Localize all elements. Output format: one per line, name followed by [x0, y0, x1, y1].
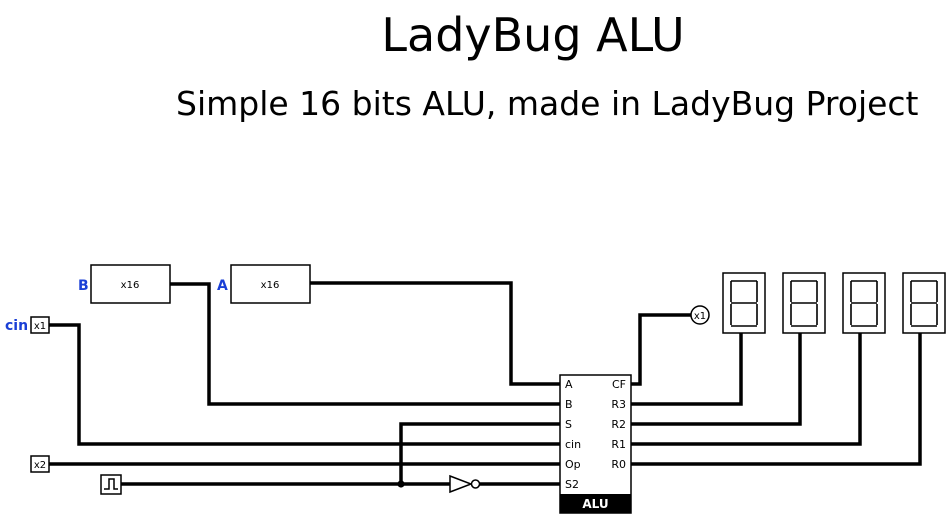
alu-name: ALU [582, 497, 608, 511]
alu-pin-cin: cin [565, 438, 581, 451]
alu-pin-s2: S2 [565, 478, 579, 491]
wires [47, 281, 922, 486]
display-r1 [842, 272, 886, 334]
alu-pin-b: B [565, 398, 573, 411]
alu-pin-cf: CF [612, 378, 626, 391]
junction-dot [397, 480, 405, 488]
not-gate-triangle-icon [449, 474, 474, 494]
wire-r0[interactable] [629, 332, 922, 466]
carry-probe-circle[interactable] [690, 305, 710, 325]
wire-r2[interactable] [629, 332, 802, 426]
seven-segment-icon [910, 280, 938, 327]
clock-input[interactable] [100, 474, 122, 495]
page-title: LadyBug ALU [381, 8, 685, 62]
seven-segment-icon [790, 280, 818, 327]
seven-segment-icon [850, 280, 878, 327]
display-r3-frame [722, 272, 766, 334]
alu-pin-r0: R0 [611, 458, 626, 471]
alu-pin-s: S [565, 418, 572, 431]
input-a[interactable]: A x16 [217, 264, 311, 304]
wire-a[interactable] [308, 281, 562, 386]
alu-pin-r1: R1 [611, 438, 626, 451]
not-gate[interactable] [449, 474, 481, 494]
wire-b[interactable] [168, 282, 562, 406]
clock-icon [104, 478, 118, 490]
input-b-box[interactable] [90, 264, 171, 304]
wire-r1[interactable] [629, 332, 862, 446]
input-a-width: x16 [261, 280, 280, 291]
alu-pin-op: Op [565, 458, 581, 471]
carry-probe-width: x1 [694, 311, 706, 322]
input-cin-box[interactable] [30, 316, 50, 334]
alu-pin-a: A [565, 378, 573, 391]
carry-probe[interactable]: x1 [690, 305, 710, 325]
input-b[interactable]: B x16 [78, 264, 171, 304]
input-cin-width: x1 [34, 321, 46, 332]
input-b-label: B [78, 278, 89, 294]
wire-cf[interactable] [629, 313, 693, 386]
input-op[interactable]: x2 [30, 455, 50, 473]
wire-s[interactable] [399, 422, 562, 486]
wire-r3[interactable] [629, 332, 743, 406]
display-r0 [902, 272, 946, 334]
clock-box[interactable] [100, 474, 122, 495]
alu-block[interactable]: ALU A B S cin Op S2 CF R3 R2 R1 R0 [559, 374, 632, 514]
input-cin-label: cin [5, 318, 28, 334]
wire-cin[interactable] [47, 323, 562, 446]
page-subtitle: Simple 16 bits ALU, made in LadyBug Proj… [176, 84, 919, 123]
input-cin[interactable]: cin x1 [5, 316, 50, 334]
input-a-box[interactable] [230, 264, 311, 304]
alu-title-bar [560, 494, 631, 513]
input-op-width: x2 [34, 460, 46, 471]
alu-pin-r2: R2 [611, 418, 626, 431]
input-b-width: x16 [121, 280, 140, 291]
not-gate-bubble-icon [470, 479, 481, 489]
input-a-label: A [217, 278, 228, 294]
seven-segment-icon [730, 280, 758, 327]
input-op-box[interactable] [30, 455, 50, 473]
alu-pin-r3: R3 [611, 398, 626, 411]
display-r2 [782, 272, 826, 334]
display-r3 [722, 272, 766, 334]
